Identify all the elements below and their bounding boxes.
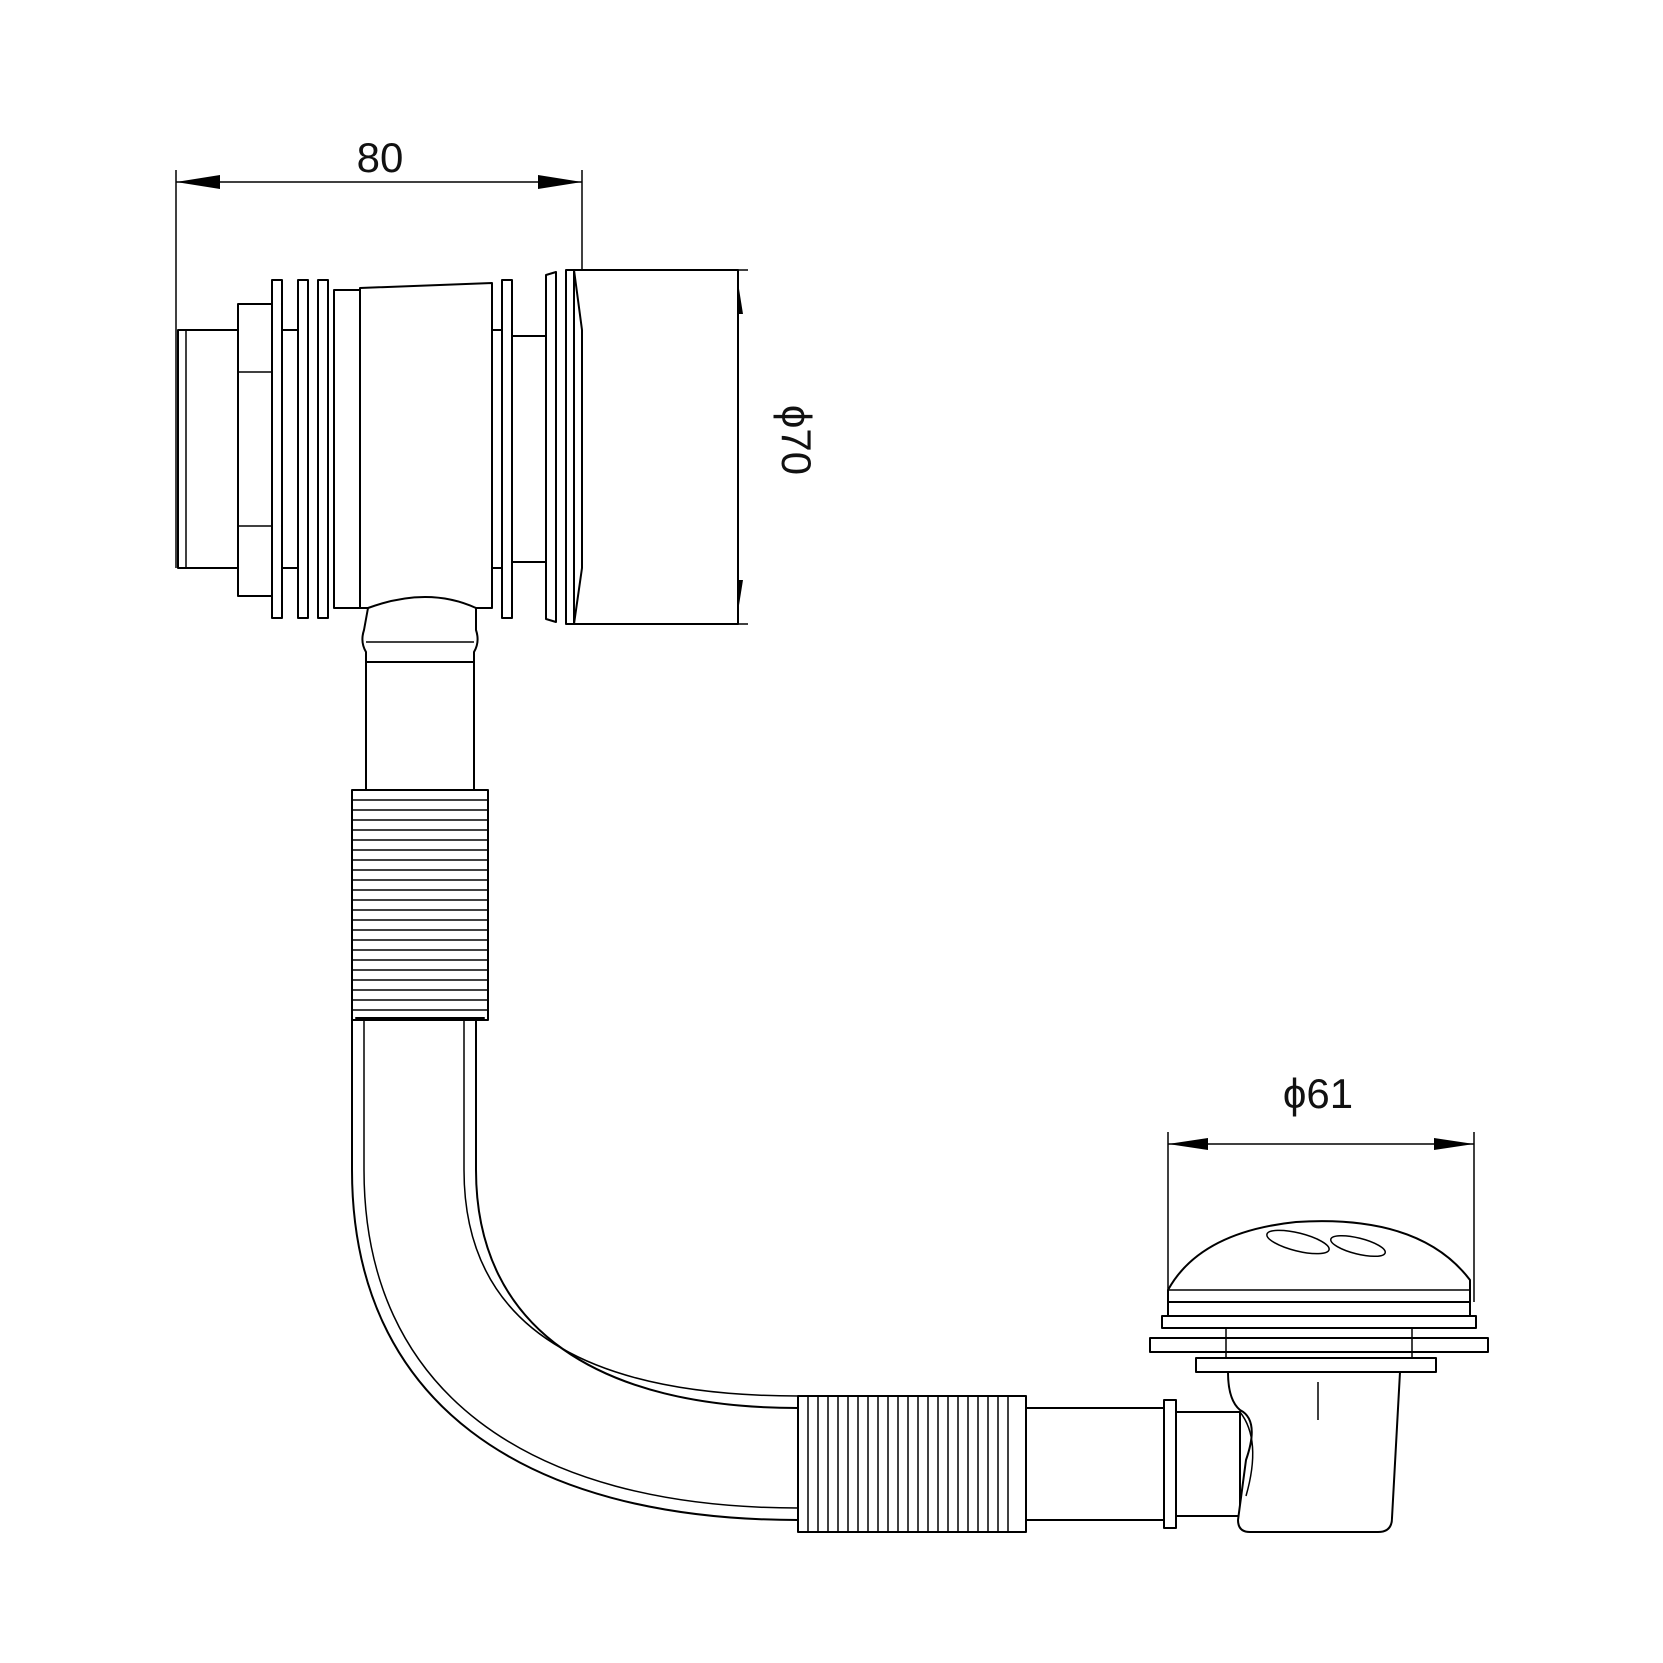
dimension-length-label: 80: [357, 134, 404, 181]
dimension-waste-diameter-label: ϕ61: [1283, 1070, 1353, 1117]
waste-dome-cap: [1167, 1220, 1471, 1303]
waste-lower-flange: [1195, 1357, 1437, 1373]
washer: [297, 279, 309, 619]
cap-slot: [1266, 1229, 1330, 1255]
washer: [317, 279, 329, 619]
flexible-hose-horizontal: [797, 1395, 1027, 1533]
body-outlet-stub: [361, 596, 479, 663]
overflow-body: [359, 282, 493, 609]
waste-body: [1227, 1371, 1401, 1533]
threaded-tail: [177, 329, 239, 569]
washer: [271, 279, 283, 619]
overflow-assembly: [177, 269, 739, 663]
pipe-collar: [1163, 1399, 1177, 1529]
gasket: [545, 271, 557, 623]
vertical-pipe: [365, 661, 475, 791]
dimension-flange-diameter-label: ϕ70: [773, 405, 820, 475]
waste-sealing-plate: [1149, 1337, 1489, 1353]
back-nut: [237, 303, 273, 597]
cap-slot: [1330, 1234, 1386, 1258]
sealing-washer: [501, 279, 513, 619]
horizontal-pipe: [1025, 1399, 1241, 1529]
overflow-cover-face: [573, 269, 739, 625]
waste-assembly: [1149, 1220, 1489, 1533]
spacer-ring: [333, 289, 361, 609]
overflow-cover: [565, 269, 575, 625]
pipe-bend: [351, 1019, 799, 1521]
flexible-hose-vertical: [351, 789, 489, 1021]
dimension-waste-diameter: ϕ61: [1167, 1070, 1475, 1302]
dimension-length: 80: [175, 134, 583, 568]
